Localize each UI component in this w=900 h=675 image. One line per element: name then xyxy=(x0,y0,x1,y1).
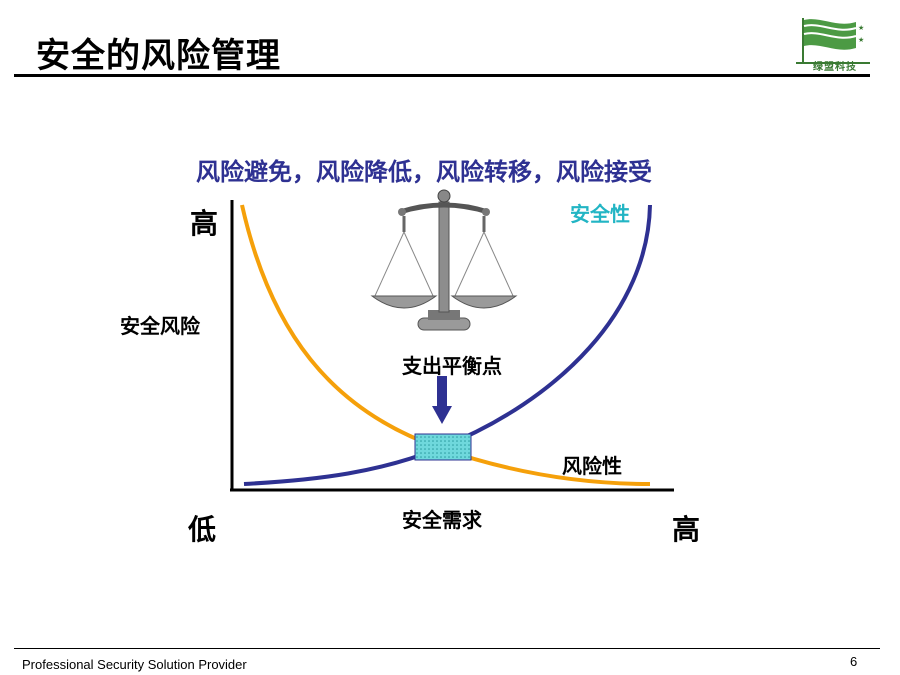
risk-curve-label: 风险性 xyxy=(562,454,622,478)
x-axis-label: 安全需求 xyxy=(402,508,482,532)
logo-wordmark: 绿盟科技 xyxy=(813,62,857,73)
y-axis-label: 安全风险 xyxy=(120,314,200,338)
company-logo-icon: ★ ★ xyxy=(796,18,870,64)
scales-icon xyxy=(370,189,518,331)
risk-strategies-text: 风险避免，风险降低，风险转移，风险接受 xyxy=(196,158,652,186)
title-divider xyxy=(14,74,870,77)
safety-curve-label: 安全性 xyxy=(570,202,630,226)
balance-point-label: 支出平衡点 xyxy=(402,354,502,378)
x-axis-low-label: 低 xyxy=(188,513,217,546)
footer-divider xyxy=(14,648,880,649)
svg-text:★: ★ xyxy=(858,24,864,32)
x-axis-high-label: 高 xyxy=(672,513,701,546)
y-axis-high-label: 高 xyxy=(190,207,219,240)
svg-text:★: ★ xyxy=(858,36,864,44)
balance-arrow-icon xyxy=(432,376,452,424)
footer-text: Professional Security Solution Provider xyxy=(22,657,247,672)
slide-title: 安全的风险管理 xyxy=(36,36,281,76)
page-number: 6 xyxy=(850,654,858,669)
